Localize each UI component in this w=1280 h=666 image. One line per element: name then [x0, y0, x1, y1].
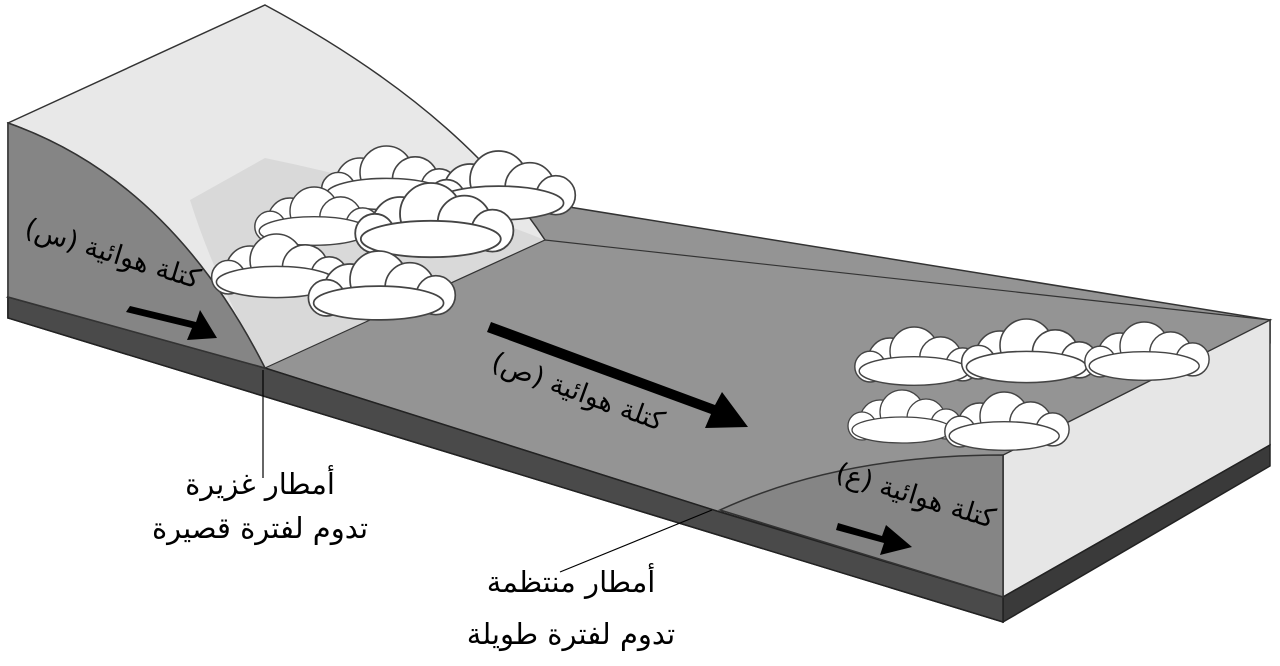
warm-front-rain-line2: تدوم لفترة طويلة	[467, 617, 675, 651]
warm-front-rain-line1: أمطار منتظمة	[487, 562, 656, 599]
cold-front-rain-line1: أمطار غزيرة	[185, 464, 335, 501]
cold-front-rain-line2: تدوم لفترة قصيرة	[152, 511, 368, 545]
leader-warm-front	[560, 510, 712, 572]
